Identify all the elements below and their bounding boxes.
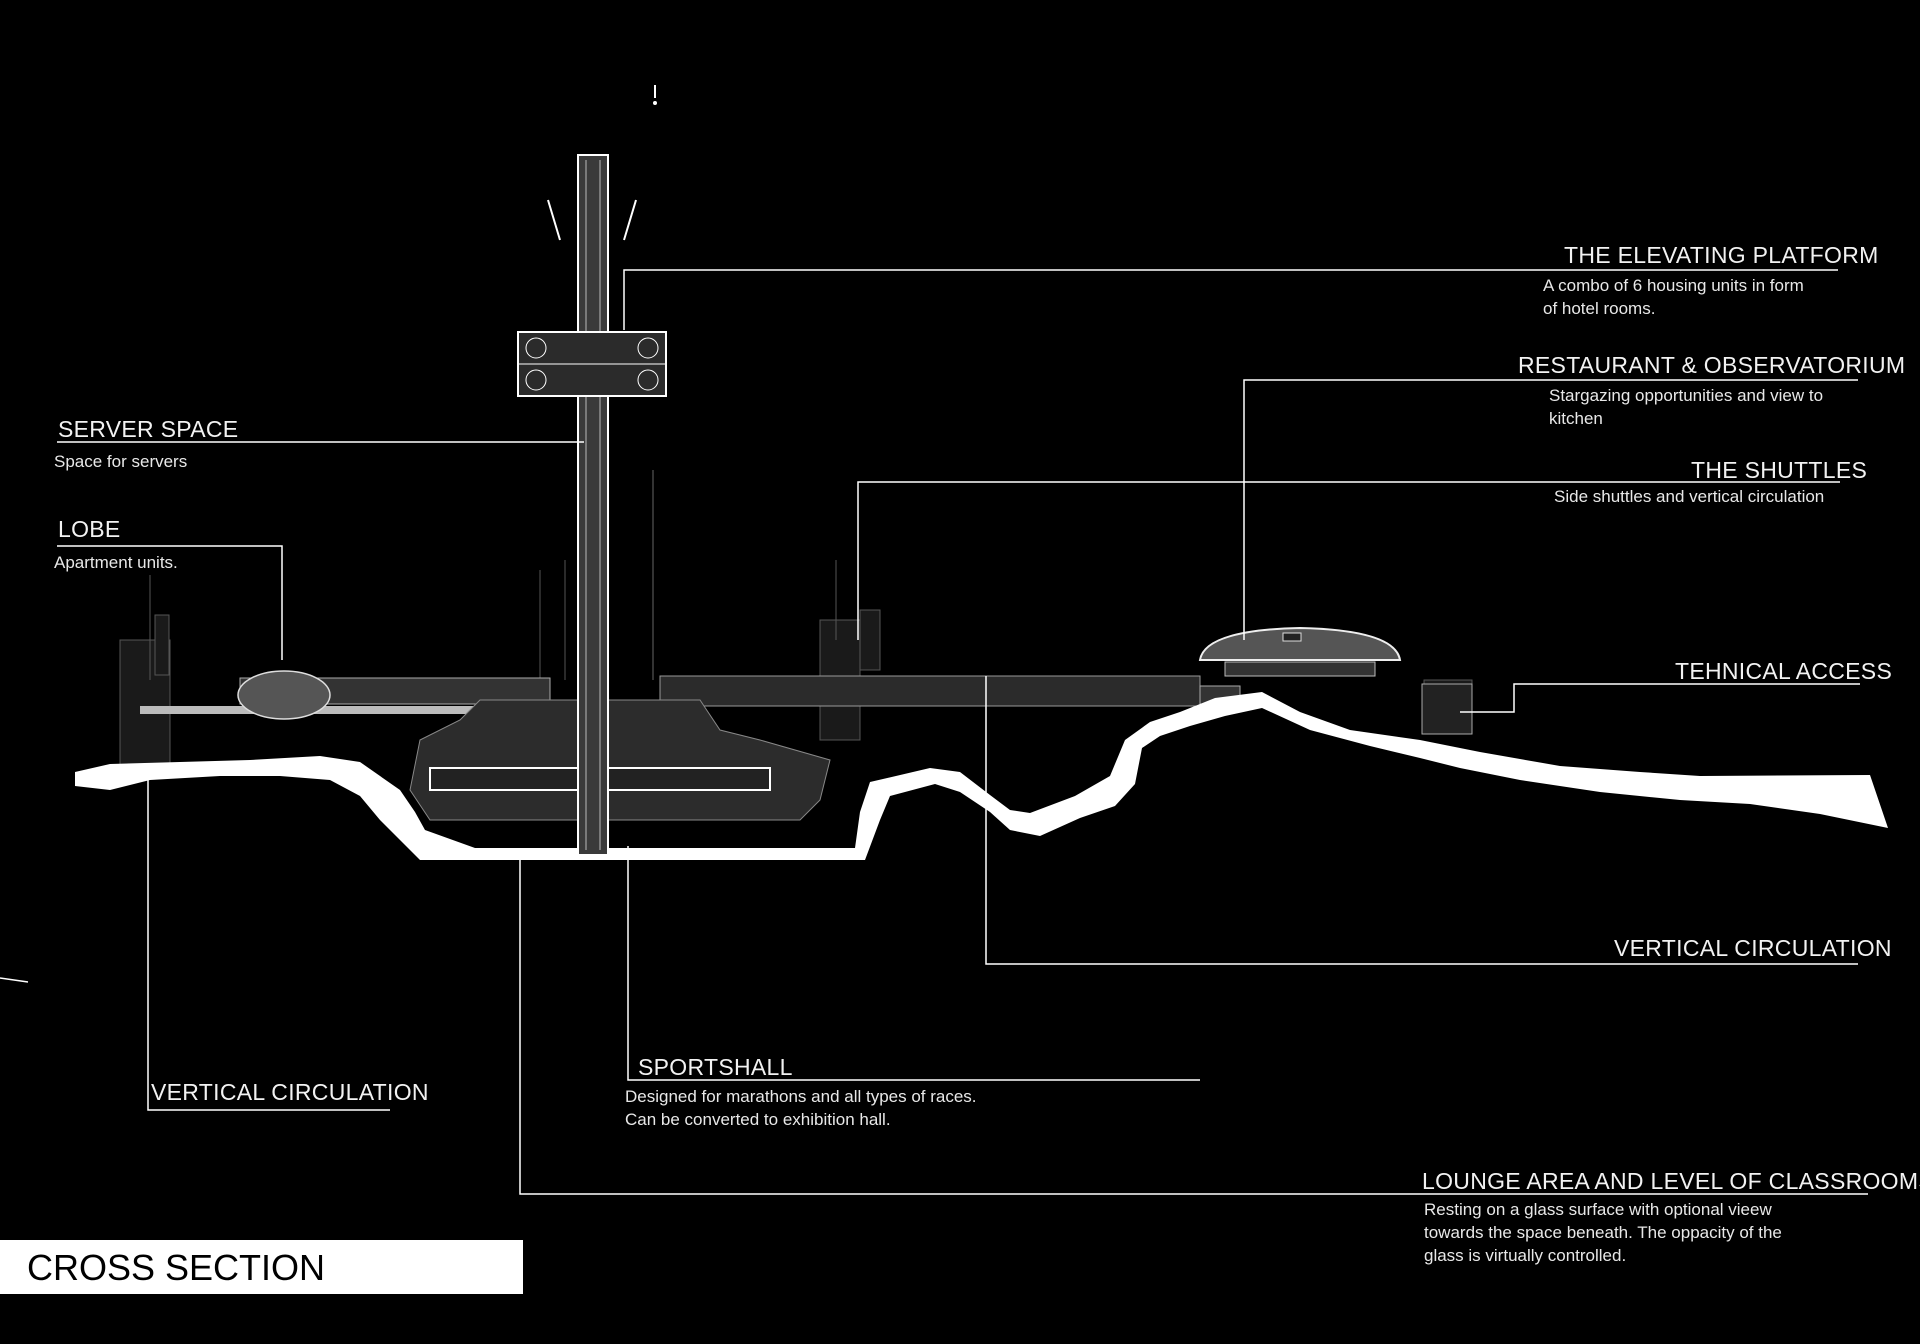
restaurant-desc-2: kitchen bbox=[1549, 409, 1603, 428]
lounge-title: LOUNGE AREA AND LEVEL OF CLASSROOMS bbox=[1422, 1168, 1920, 1194]
leader-lines bbox=[0, 269, 1868, 1195]
elevating-platform-desc-1: A combo of 6 housing units in form bbox=[1543, 276, 1804, 295]
sportshall-title: SPORTSHALL bbox=[638, 1054, 793, 1080]
lounge-desc-1: Resting on a glass surface with optional… bbox=[1424, 1200, 1772, 1219]
vertical-circulation-right-title: VERTICAL CIRCULATION bbox=[1614, 935, 1892, 961]
central-tower bbox=[517, 85, 667, 856]
shuttles-title: THE SHUTTLES bbox=[1691, 457, 1868, 483]
section-title-banner: CROSS SECTION bbox=[0, 1240, 523, 1294]
server-space-desc: Space for servers bbox=[54, 452, 188, 471]
lounge-desc-3: glass is virtually controlled. bbox=[1424, 1246, 1627, 1265]
server-space-title: SERVER SPACE bbox=[58, 416, 239, 442]
sportshall-volume bbox=[409, 699, 831, 821]
elevating-platform-desc-2: of hotel rooms. bbox=[1543, 299, 1656, 318]
section-title: CROSS SECTION bbox=[27, 1247, 326, 1288]
restaurant-title: RESTAURANT & OBSERVATORIUM bbox=[1518, 352, 1906, 378]
lounge-desc-2: towards the space beneath. The oppacity … bbox=[1424, 1223, 1782, 1242]
sportshall-desc-1: Designed for marathons and all types of … bbox=[625, 1087, 977, 1106]
technical-access-volume bbox=[1421, 683, 1473, 735]
elevating-platform-title: THE ELEVATING PLATFORM bbox=[1564, 242, 1879, 268]
technical-access-title: TEHNICAL ACCESS bbox=[1675, 658, 1893, 684]
shuttles-desc: Side shuttles and vertical circulation bbox=[1554, 487, 1825, 506]
restaurant-dome bbox=[1198, 626, 1402, 677]
lobe-volume bbox=[237, 670, 331, 720]
lobe-title: LOBE bbox=[58, 516, 121, 542]
ground-profile bbox=[75, 692, 1888, 860]
vertical-circulation-left-title: VERTICAL CIRCULATION bbox=[151, 1079, 429, 1105]
decks bbox=[140, 675, 1241, 714]
lobe-desc: Apartment units. bbox=[54, 553, 178, 572]
restaurant-desc-1: Stargazing opportunities and view to bbox=[1549, 386, 1824, 405]
background-structures bbox=[119, 470, 1473, 771]
sportshall-desc-2: Can be converted to exhibition hall. bbox=[625, 1110, 891, 1129]
